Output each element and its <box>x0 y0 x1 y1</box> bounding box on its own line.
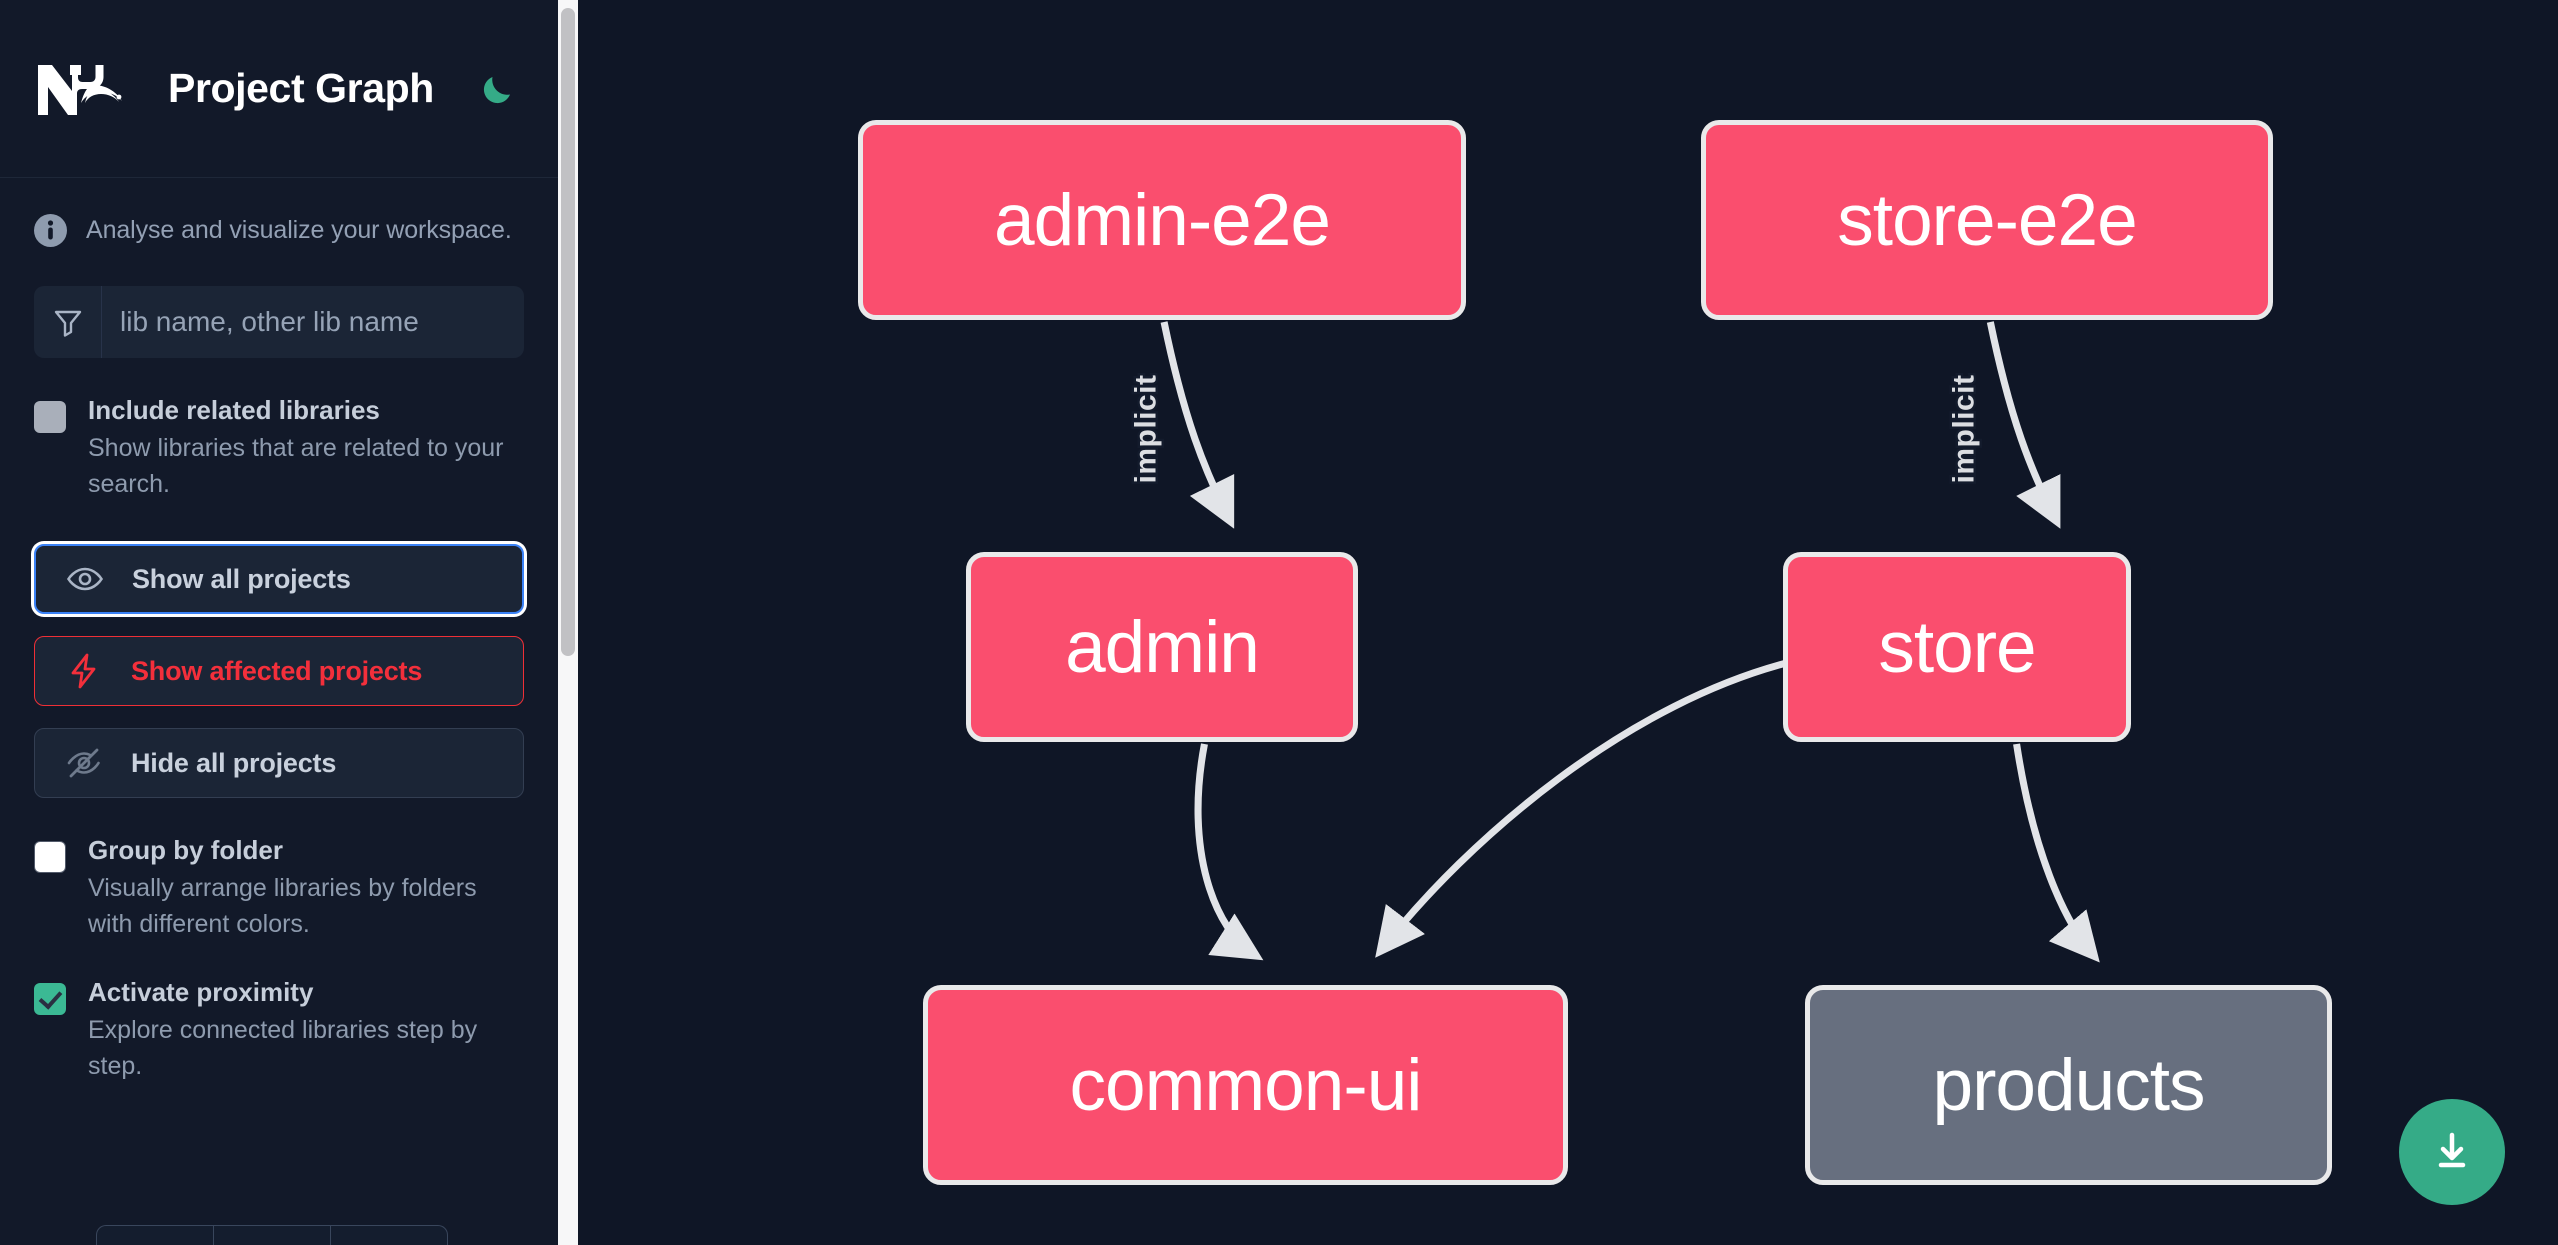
node-label: admin-e2e <box>994 179 1331 261</box>
graph-node-admin-e2e[interactable]: admin-e2e <box>858 120 1466 320</box>
node-label: store <box>1878 606 2036 688</box>
hide-all-projects-button[interactable]: Hide all projects <box>34 728 524 798</box>
include-related-checkbox[interactable] <box>34 401 66 433</box>
workspace-subtitle: Analyse and visualize your workspace. <box>86 216 512 244</box>
option-include-related-libraries[interactable]: Include related libraries Show libraries… <box>34 394 524 502</box>
graph-node-common-ui[interactable]: common-ui <box>923 985 1568 1185</box>
project-graph-canvas[interactable]: admin-e2e store-e2e admin store common-u… <box>558 0 2558 1245</box>
edge-label-implicit-store: implicit <box>1945 372 1983 486</box>
edge-admin-e2e-to-admin <box>1160 321 1235 529</box>
segment-increase[interactable] <box>331 1226 447 1245</box>
segment-divider <box>330 1226 331 1245</box>
page-title: Project Graph <box>168 65 434 111</box>
search-bar[interactable] <box>34 286 524 358</box>
sidebar-scrollbar-thumb[interactable] <box>561 8 575 656</box>
node-label: admin <box>1065 606 1260 688</box>
eye-off-icon <box>65 744 103 782</box>
segment-divider <box>213 1226 214 1245</box>
info-icon <box>34 214 67 247</box>
visibility-button-group: Show all projects Show affected projects <box>34 544 524 798</box>
graph-node-products[interactable]: products <box>1805 985 2332 1185</box>
group-by-folder-description: Visually arrange libraries by folders wi… <box>88 873 477 938</box>
nx-logo-icon <box>34 59 126 119</box>
node-label: store-e2e <box>1837 179 2137 261</box>
sidebar-header: Project Graph <box>0 0 558 178</box>
edge-admin-to-common-ui <box>1194 743 1264 961</box>
include-related-description: Show libraries that are related to your … <box>88 433 504 498</box>
show-affected-projects-label: Show affected projects <box>131 655 423 686</box>
eye-icon <box>66 560 104 598</box>
search-input[interactable] <box>102 286 524 358</box>
sidebar-body: Include related libraries Show libraries… <box>0 286 558 1084</box>
segment-value[interactable] <box>214 1226 330 1245</box>
edge-store-to-products <box>2013 743 2100 963</box>
activate-proximity-label: Activate proximity <box>88 977 314 1007</box>
edge-store-to-common-ui <box>1375 656 1800 958</box>
group-by-folder-label: Group by folder <box>88 835 283 865</box>
graph-node-admin[interactable]: admin <box>966 552 1358 742</box>
node-label: products <box>1932 1044 2206 1126</box>
download-icon <box>2428 1126 2476 1179</box>
proximity-step-segmented-control[interactable] <box>96 1225 448 1245</box>
option-group-by-folder[interactable]: Group by folder Visually arrange librari… <box>34 834 524 942</box>
bolt-icon <box>65 652 103 690</box>
filter-icon <box>34 286 102 358</box>
workspace-subtitle-row: Analyse and visualize your workspace. <box>0 178 558 247</box>
group-by-folder-checkbox[interactable] <box>34 841 66 873</box>
graph-node-store-e2e[interactable]: store-e2e <box>1701 120 2273 320</box>
show-all-projects-button[interactable]: Show all projects <box>34 544 524 614</box>
activate-proximity-checkbox[interactable] <box>34 983 66 1015</box>
include-related-label: Include related libraries <box>88 395 380 425</box>
hide-all-projects-label: Hide all projects <box>131 747 337 778</box>
sidebar: Project Graph Analyse and visualize your… <box>0 0 558 1245</box>
show-all-projects-label: Show all projects <box>132 563 351 594</box>
option-activate-proximity[interactable]: Activate proximity Explore connected lib… <box>34 976 524 1084</box>
activate-proximity-description: Explore connected libraries step by step… <box>88 1015 478 1080</box>
node-label: common-ui <box>1069 1044 1422 1126</box>
graph-node-store[interactable]: store <box>1783 552 2131 742</box>
show-affected-projects-button[interactable]: Show affected projects <box>34 636 524 706</box>
sidebar-scrollbar[interactable] <box>558 0 578 1245</box>
edge-store-e2e-to-store <box>1986 321 2061 529</box>
download-button[interactable] <box>2399 1099 2505 1205</box>
segment-decrease[interactable] <box>97 1226 213 1245</box>
graph-edges <box>1160 321 2100 963</box>
edge-label-implicit-admin: implicit <box>1127 372 1165 486</box>
moon-icon[interactable] <box>472 63 524 115</box>
